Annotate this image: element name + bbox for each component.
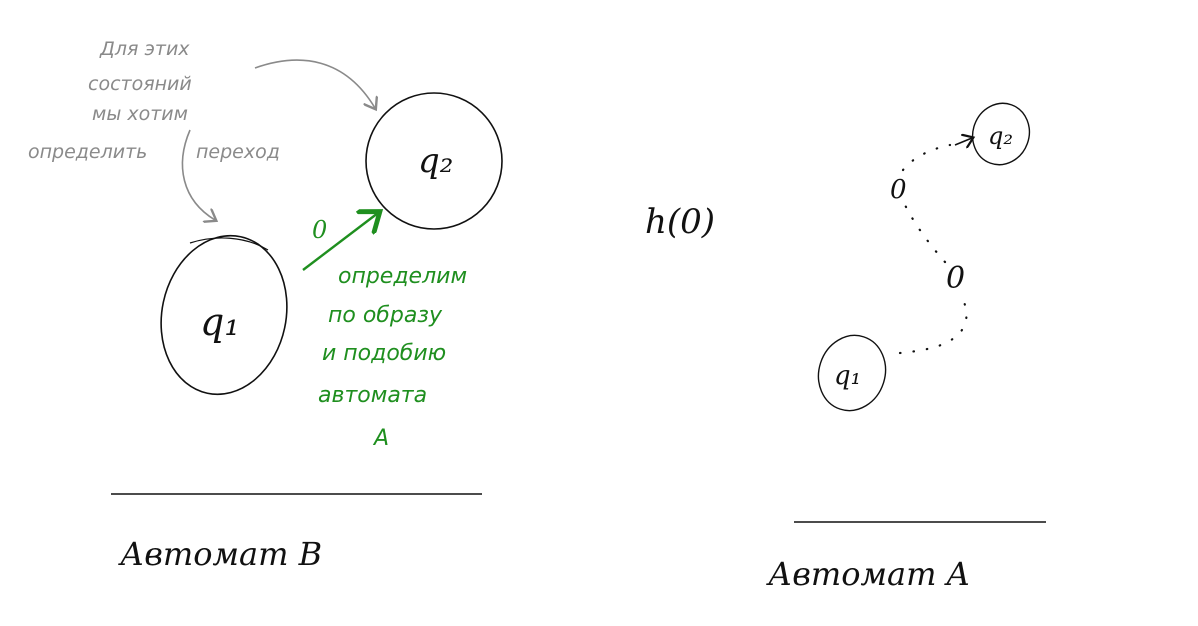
green-note-line-3: и подобию — [322, 341, 446, 366]
green-note-line-2: по образу — [328, 303, 443, 328]
right-state-q2-label: q₂ — [988, 122, 1013, 150]
gray-note-line-2: состояний — [88, 73, 192, 95]
state-q2-node: q₂ — [365, 92, 503, 230]
dotted-path-q1-to-s2 — [898, 296, 968, 355]
automaton-b-panel: Для этих состояний мы хотим определить п… — [28, 38, 503, 573]
transition-symbol: 0 — [312, 216, 327, 244]
automaton-a-panel: h(0) q₂ q₁ 0 0 Автомат A — [645, 102, 1046, 593]
gray-note-line-5: переход — [196, 141, 280, 163]
green-note-line-4: автомата — [318, 383, 427, 408]
intermediate-state-2: 0 — [946, 261, 965, 296]
gray-note-line-3: мы хотим — [92, 103, 188, 125]
state-q2-label: q₂ — [418, 141, 453, 181]
automaton-a-caption: Автомат A — [766, 555, 970, 593]
right-state-q1-label: q₁ — [834, 361, 861, 391]
gray-note-line-4: определить — [28, 141, 147, 163]
state-q1-node: q₁ — [160, 234, 288, 396]
gray-note-line-1: Для этих — [99, 38, 190, 60]
intermediate-state-1: 0 — [890, 175, 907, 205]
green-note: определим по образу и подобию автомата A — [318, 264, 467, 451]
arrow-into-right-q2 — [954, 138, 972, 145]
dotted-path-s1-to-q2 — [901, 143, 952, 172]
green-transition-arrow — [302, 213, 378, 271]
gray-note: Для этих состояний мы хотим определить п… — [28, 38, 280, 163]
dotted-path-s2-to-s1 — [903, 203, 947, 264]
gray-arrow-to-q2 — [254, 59, 375, 108]
formula-h0: h(0) — [645, 202, 715, 242]
state-q1-label: q₁ — [200, 300, 240, 344]
right-state-q2-node: q₂ — [971, 102, 1031, 166]
green-note-line-1: определим — [338, 264, 467, 289]
automaton-b-caption: Автомат B — [118, 535, 322, 573]
green-note-line-5: A — [372, 426, 389, 451]
right-state-q1-node: q₁ — [817, 334, 887, 412]
gray-arrow-to-q1 — [181, 129, 215, 220]
